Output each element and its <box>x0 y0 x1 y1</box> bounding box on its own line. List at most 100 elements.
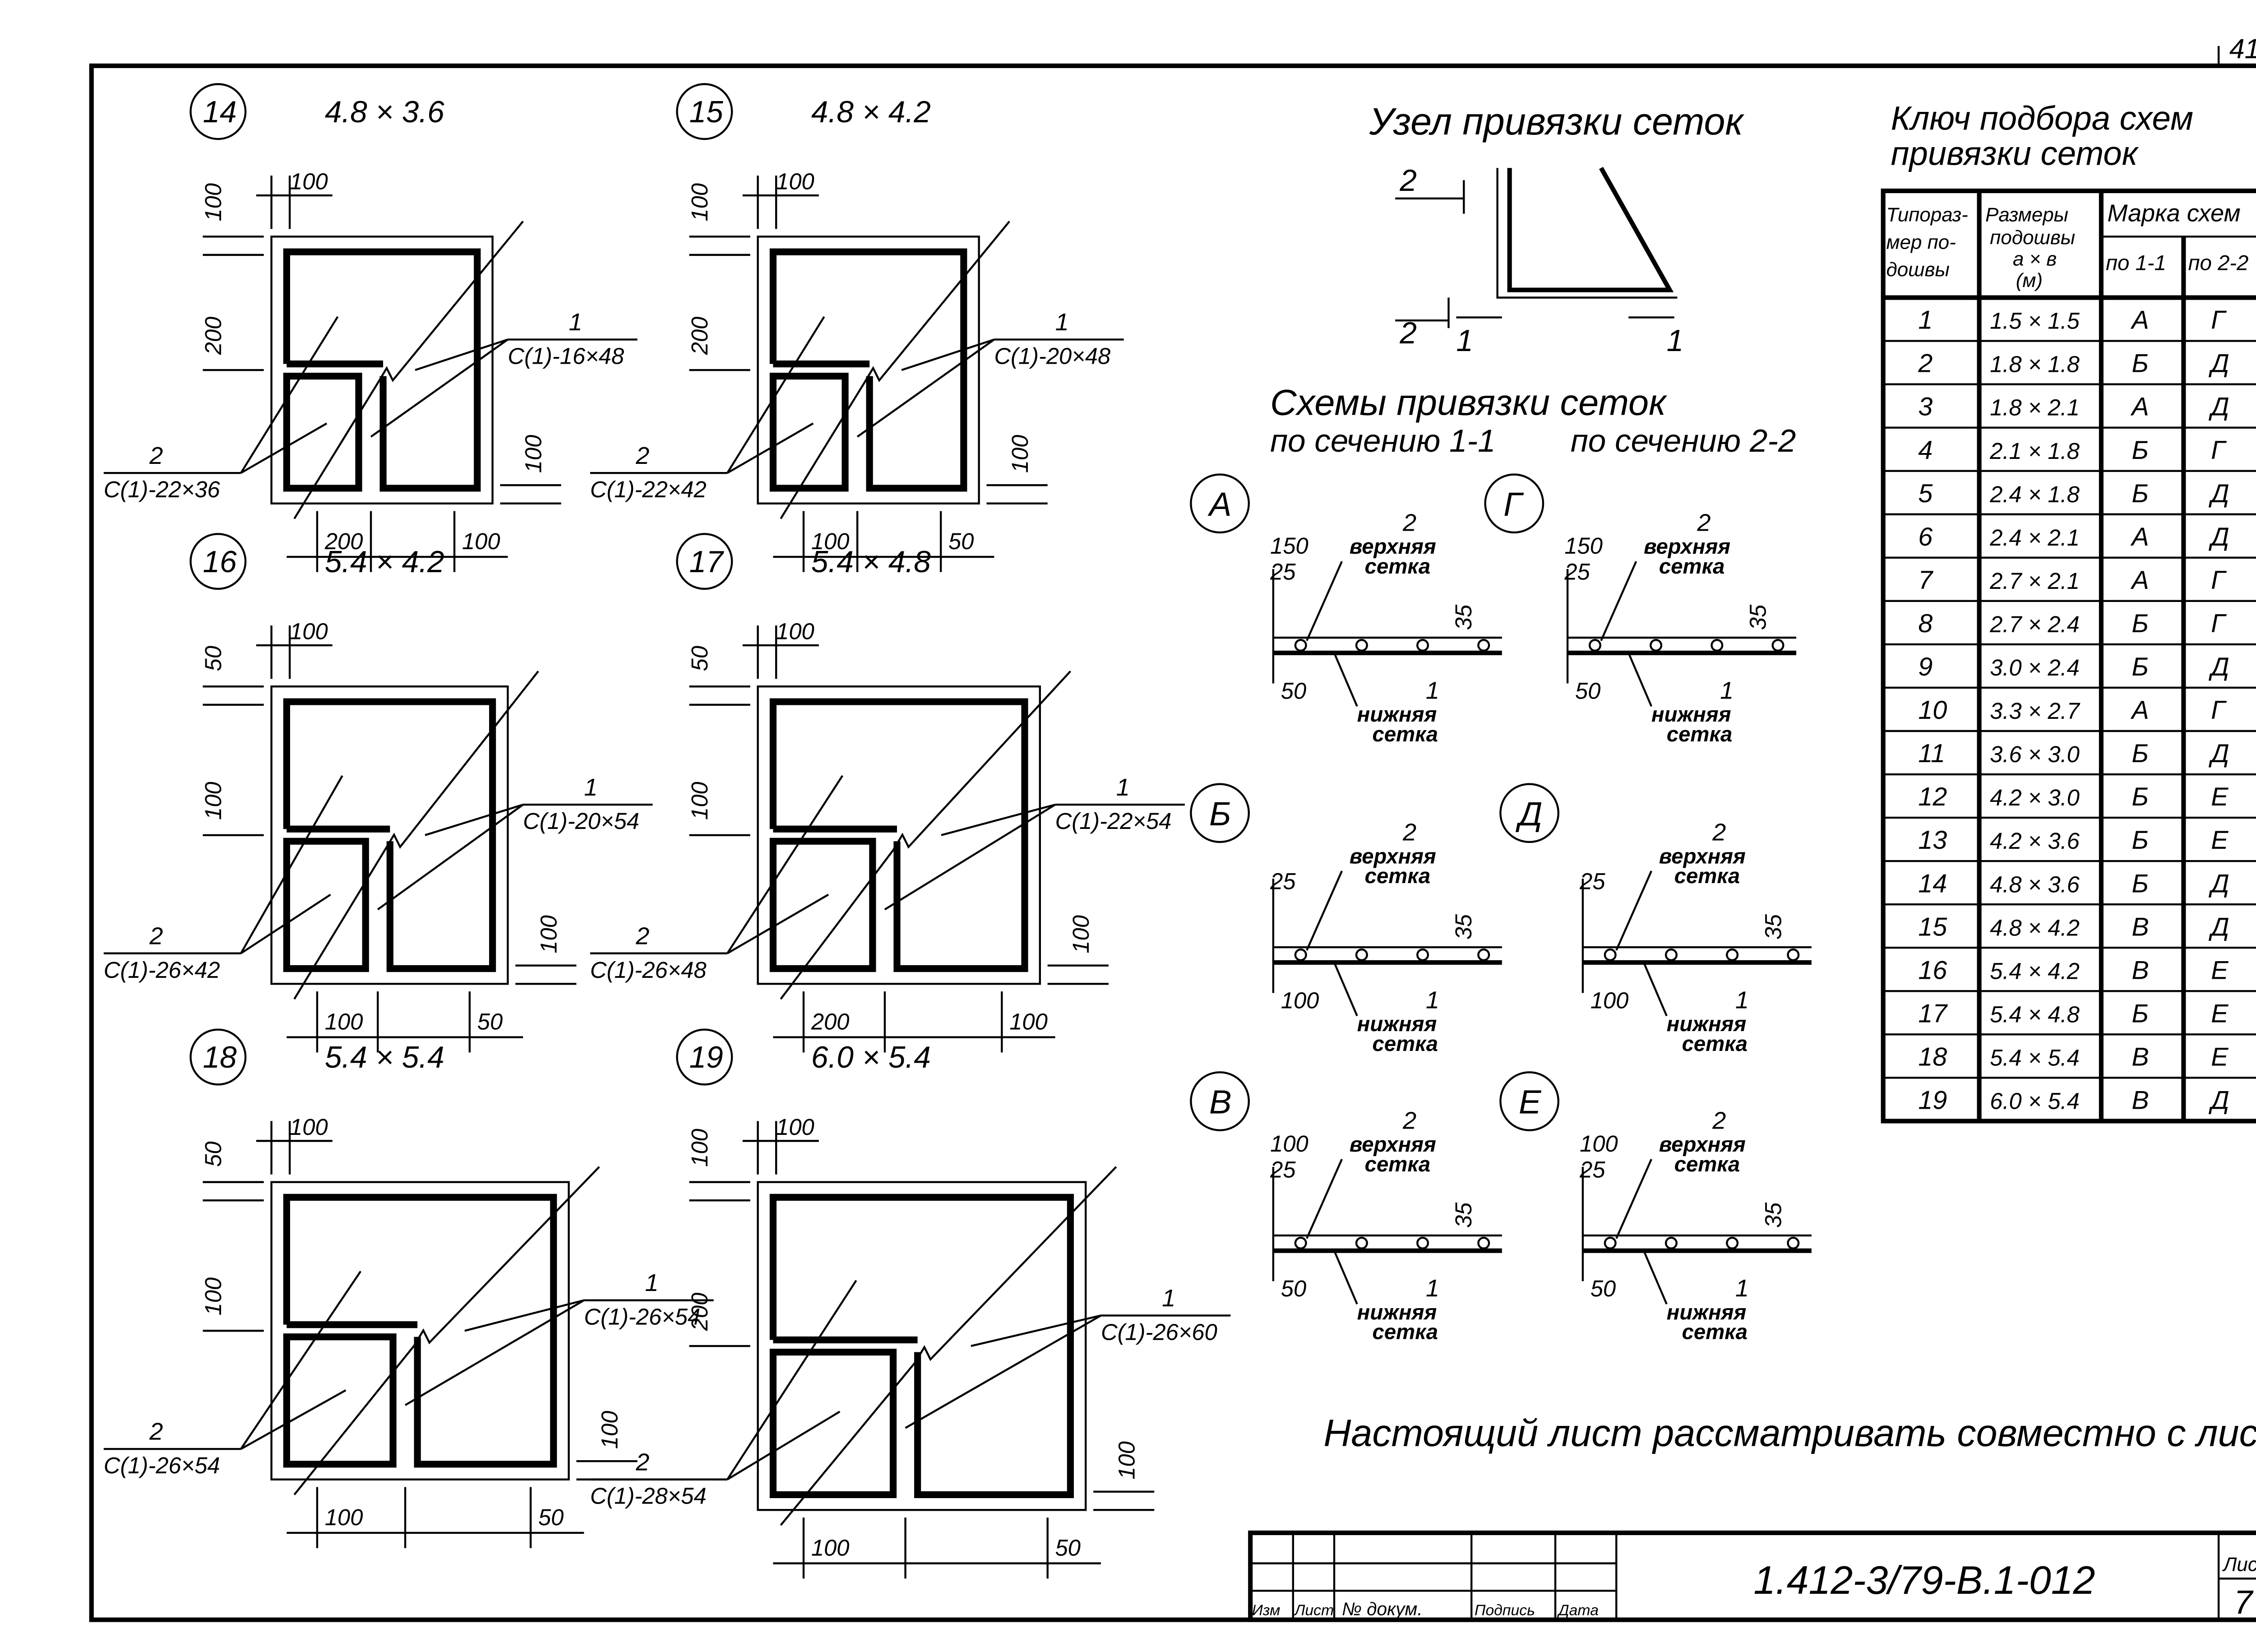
dim-bottom: 200 <box>324 528 363 554</box>
dim-label: 25 <box>1270 869 1296 894</box>
lower-label: сетка <box>1682 1320 1748 1344</box>
dim-bottom: 100 <box>811 528 850 554</box>
row-size: 2.4 × 1.8 <box>1989 481 2080 507</box>
rebar-dot <box>1604 1236 1617 1249</box>
dim-right: 100 <box>1007 435 1033 473</box>
mesh-bar-upper <box>769 698 1028 972</box>
lower-label: сетка <box>1373 1032 1438 1056</box>
break-line <box>293 221 524 519</box>
header-text: Марка схем <box>2107 200 2240 227</box>
row-mark-1-1: Б <box>2132 739 2149 768</box>
mesh-bar-lower <box>283 838 369 972</box>
table-border <box>1881 188 2256 1124</box>
rebar-dot <box>1416 1236 1429 1249</box>
row-size: 6.0 × 5.4 <box>1990 1088 2080 1114</box>
lower-label: нижняя <box>1651 703 1731 727</box>
row-mark-1-1: А <box>2131 566 2149 595</box>
row-mark-2-2: Г <box>2211 306 2227 335</box>
row-size: 1.8 × 2.1 <box>1990 395 2080 421</box>
upper-label: верхняя <box>1350 1133 1436 1157</box>
scheme-letter-circle <box>1190 473 1250 534</box>
rebar-dot <box>1604 949 1617 962</box>
dim-bottom: 50 <box>1055 1535 1081 1561</box>
dim-bottom: 100 <box>325 1504 363 1530</box>
bar-spec: С(1)-22×54 <box>1055 808 1172 834</box>
plan-number-circle <box>676 1028 733 1086</box>
sheet-label: Лист <box>2222 1553 2256 1575</box>
dim-top: 100 <box>290 1114 328 1140</box>
bar-mark: 2 <box>635 442 649 469</box>
row-mark-2-2: Г <box>2211 566 2227 595</box>
row-type: 16 <box>1918 956 1947 985</box>
plan-number-circle <box>190 83 247 140</box>
row-mark-2-2: Д <box>2208 523 2229 551</box>
page-number: 41 <box>2229 33 2256 64</box>
row-mark-1-1: Б <box>2132 869 2149 898</box>
plan-size: 6.0 × 5.4 <box>811 1041 931 1074</box>
row-mark-2-2: Е <box>2211 956 2228 985</box>
upper-label: сетка <box>1365 864 1431 888</box>
leader-line <box>726 775 844 954</box>
leader-line <box>404 1299 585 1406</box>
rebar-dot <box>1787 949 1800 962</box>
scheme-letter-circle <box>1499 783 1560 843</box>
upper-mark: 2 <box>1402 1107 1416 1134</box>
leader-line <box>1333 652 1358 707</box>
bar-mark: 2 <box>149 922 163 949</box>
lower-label: нижняя <box>1357 1300 1437 1324</box>
bar-spec: С(1)-22×36 <box>104 477 221 502</box>
tb-date: Дата <box>1557 1601 1599 1619</box>
footing-outline <box>270 1181 570 1481</box>
rebar-dot <box>1294 1236 1307 1249</box>
sheet-note: Настоящий лист рассматривать совместно с… <box>1323 1411 2256 1454</box>
dim-bottom: 50 <box>477 1009 503 1035</box>
header-text: а × в <box>2013 248 2057 270</box>
row-mark-1-1: Б <box>2132 436 2149 465</box>
section-label: 1 <box>1667 324 1684 358</box>
row-size: 2.7 × 2.4 <box>1989 611 2080 637</box>
dim-top: 100 <box>290 169 328 194</box>
upper-mark: 2 <box>1402 819 1416 846</box>
dim-label: 50 <box>1590 1276 1616 1301</box>
row-mark-2-2: Е <box>2211 1042 2228 1071</box>
footing-outline <box>757 685 1041 985</box>
leader-line <box>1306 1159 1343 1239</box>
row-mark-1-1: Б <box>2132 826 2149 855</box>
row-type: 7 <box>1918 566 1933 595</box>
dim-label: 35 <box>1451 1202 1476 1228</box>
row-mark-1-1: В <box>2132 912 2149 941</box>
footing-outline <box>757 236 980 504</box>
row-mark-2-2: Д <box>2208 1086 2229 1115</box>
lower-label: сетка <box>1373 1320 1438 1344</box>
leader-line <box>240 775 343 954</box>
bar-spec: С(1)-26×54 <box>584 1304 700 1330</box>
row-type: 9 <box>1918 652 1932 681</box>
row-type: 17 <box>1918 999 1948 1028</box>
bar-spec: С(1)-16×48 <box>508 343 624 369</box>
table-title: привязки сеток <box>1891 134 2139 172</box>
row-mark-2-2: Г <box>2211 696 2227 725</box>
bar-spec: С(1)-26×42 <box>104 957 220 983</box>
row-size: 5.4 × 4.2 <box>1990 958 2080 984</box>
scheme-letter-circle <box>1499 1071 1560 1131</box>
dim-left: 100 <box>200 782 226 820</box>
lower-label: сетка <box>1682 1032 1748 1056</box>
dim-label: 150 <box>1564 533 1603 559</box>
mesh-bar-lower <box>769 372 849 492</box>
dim-bottom: 100 <box>1009 1009 1048 1035</box>
plan-size: 5.4 × 4.8 <box>811 545 931 579</box>
rebar-dot <box>1588 639 1601 652</box>
leader-line <box>941 804 1056 836</box>
lower-mark: 1 <box>1426 1275 1439 1302</box>
row-size: 3.3 × 2.7 <box>1990 698 2080 724</box>
dim-label: 25 <box>1564 559 1590 585</box>
row-type: 4 <box>1918 436 1932 465</box>
leader-line <box>240 1389 347 1450</box>
sheet-number: 7 <box>2234 1583 2254 1621</box>
row-size: 4.8 × 4.2 <box>1990 915 2080 940</box>
